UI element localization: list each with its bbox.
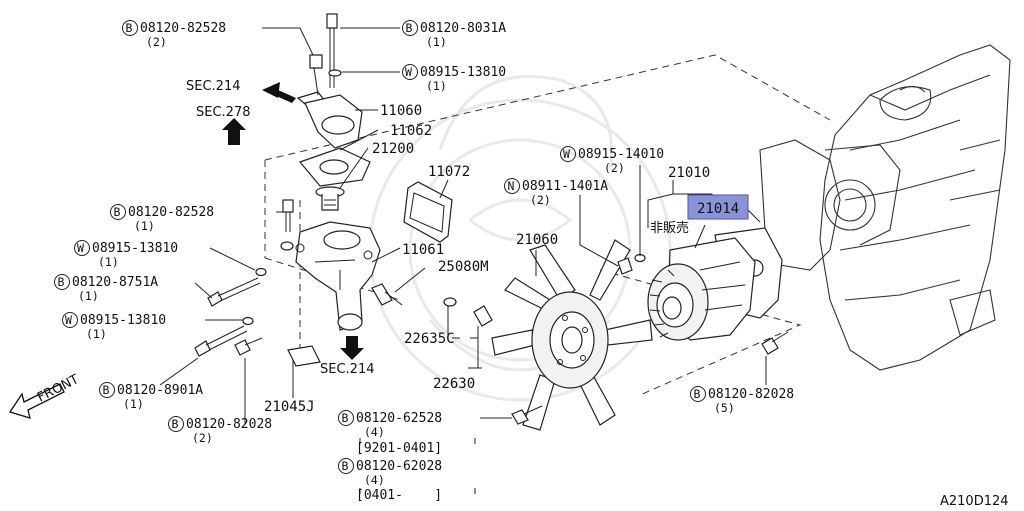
callout-c12[interactable]: B 08120-82028 (5) [690, 386, 795, 416]
callout-c12-partno: 08120-82028 [708, 387, 794, 402]
part-label-21010[interactable]: 21010 [668, 165, 710, 181]
part-label-21200[interactable]: 21200 [372, 141, 414, 157]
callout-c3-qty: (1) [426, 79, 447, 93]
callout-c4-partno: 08915-14010 [578, 147, 664, 162]
callout-c11-partno: 08120-82028 [186, 417, 272, 432]
engine-block [759, 44, 1011, 371]
callout-c6[interactable]: B 08120-82528 (1) [110, 204, 215, 234]
callout-c9-qty: (1) [86, 327, 107, 341]
callout-c5[interactable]: N 08911-1401A (2) [504, 178, 609, 208]
water-pump-assembly [647, 227, 783, 341]
not-for-sale-label: 非販売 [650, 220, 689, 236]
callout-c1-prefix: B [126, 21, 133, 35]
callout-c9-partno: 08915-13810 [80, 313, 166, 328]
callout-c5-prefix: N [508, 179, 515, 193]
callout-c9-prefix: W [65, 313, 72, 327]
callout-c13-range: [9201-0401] [356, 441, 442, 456]
part-label-11072[interactable]: 11072 [428, 164, 470, 180]
callout-c2-qty: (1) [426, 35, 447, 49]
sec-278-label[interactable]: SEC.278 [196, 105, 251, 120]
leader-lines [159, 27, 767, 494]
front-label: FRONT [35, 372, 81, 406]
callout-c9[interactable]: W 08915-13810 (1) [62, 312, 167, 342]
bolts [194, 13, 789, 425]
sec-214-bottom-label[interactable]: SEC.214 [320, 362, 375, 377]
callout-c2-prefix: B [406, 21, 413, 35]
callout-c11-qty: (2) [192, 431, 213, 445]
callout-c1-qty: (2) [146, 35, 167, 49]
callout-c14-partno: 08120-62028 [356, 459, 442, 474]
cooling-fan [491, 239, 653, 431]
callout-c7-prefix: W [77, 241, 84, 255]
part-label-25080M[interactable]: 25080M [438, 259, 489, 275]
sec-214-top-label[interactable]: SEC.214 [186, 79, 241, 94]
part-label-21045J[interactable]: 21045J [264, 399, 315, 415]
callout-c7-partno: 08915-13810 [92, 241, 178, 256]
callout-c8-prefix: B [58, 275, 65, 289]
callout-c3-prefix: W [405, 65, 412, 79]
callout-c14-qty: (4) [364, 473, 385, 487]
callout-c13-prefix: B [342, 411, 349, 425]
callout-c14-prefix: B [342, 459, 349, 473]
water-outlet [296, 91, 371, 187]
thermostat [315, 186, 345, 211]
part-label-22630[interactable]: 22630 [433, 376, 475, 392]
callout-c3-partno: 08915-13810 [420, 65, 506, 80]
callout-c12-qty: (5) [714, 401, 735, 415]
callout-c6-partno: 08120-82528 [128, 205, 214, 220]
callout-c13-qty: (4) [364, 425, 385, 439]
callout-c4-prefix: W [563, 147, 570, 161]
callout-c2[interactable]: B 08120-8031A (1) [402, 20, 507, 50]
dashed-assembly-outline [264, 54, 831, 396]
diagram-id-label: A210D124 [940, 494, 1009, 509]
callout-c10-partno: 08120-8901A [117, 383, 203, 398]
callout-c12-prefix: B [694, 387, 701, 401]
callout-c11-prefix: B [172, 417, 179, 431]
callout-c10-prefix: B [103, 383, 110, 397]
callout-c4-qty: (2) [604, 161, 625, 175]
part-label-21014[interactable]: 21014 [697, 201, 739, 217]
callout-c8-partno: 08120-8751A [72, 275, 158, 290]
callout-c7-qty: (1) [98, 255, 119, 269]
callout-c3[interactable]: W 08915-13810 (1) [402, 64, 507, 94]
callout-c14-range: [0401- ] [356, 488, 442, 503]
callout-c1[interactable]: B 08120-82528 (2) [122, 20, 227, 50]
callout-c6-prefix: B [114, 205, 121, 219]
thermostat-housing [295, 221, 381, 331]
callout-c7[interactable]: W 08915-13810 (1) [74, 240, 179, 270]
callout-c13-partno: 08120-62528 [356, 411, 442, 426]
part-label-11061[interactable]: 11061 [402, 242, 444, 258]
callout-c1-partno: 08120-82528 [140, 21, 226, 36]
callout-c11[interactable]: B 08120-82028 (2) [168, 416, 273, 446]
callout-c10[interactable]: B 08120-8901A (1) [99, 382, 204, 412]
callout-c8-qty: (1) [78, 289, 99, 303]
callout-c5-qty: (2) [530, 193, 551, 207]
callout-c10-qty: (1) [123, 397, 144, 411]
callout-c13[interactable]: B 08120-62528 (4) [9201-0401] [338, 410, 443, 457]
part-label-21060[interactable]: 21060 [516, 232, 558, 248]
highlight-21014 [687, 194, 749, 220]
callout-c5-partno: 08911-1401A [522, 179, 608, 194]
callout-c2-partno: 08120-8031A [420, 21, 506, 36]
callout-c14[interactable]: B 08120-62028 (4) [0401- ] [338, 458, 443, 504]
callout-c4[interactable]: W 08915-14010 (2) [560, 146, 665, 176]
direction-arrows [8, 82, 364, 419]
part-label-11060[interactable]: 11060 [380, 103, 422, 119]
callout-c6-qty: (1) [134, 219, 155, 233]
callout-c8[interactable]: B 08120-8751A (1) [54, 274, 159, 304]
part-label-11062[interactable]: 11062 [390, 123, 432, 139]
part-label-22635C[interactable]: 22635C [404, 331, 455, 347]
